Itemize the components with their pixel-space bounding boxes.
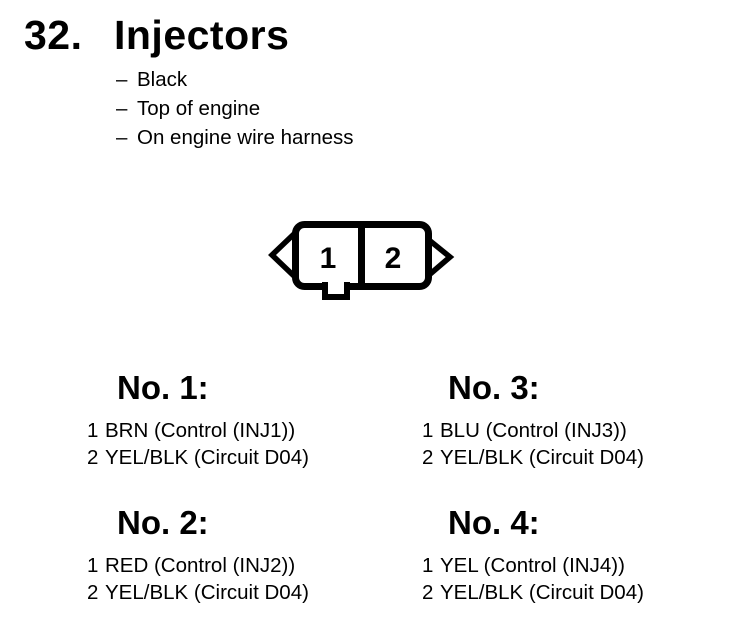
pin-row: 2 YEL/BLK (Circuit D04) [422,579,722,606]
note-text: Black [137,68,188,91]
pin-number: 2 [87,581,99,604]
pin-row: 2 YEL/BLK (Circuit D04) [87,444,387,471]
section-title: No. 4: [448,504,540,541]
note-text: On engine wire harness [137,126,354,149]
page-heading: 32. Injectors [24,13,289,57]
pin-description: BLU (Control (INJ3)) [440,419,627,442]
location-notes: –Black –Top of engine –On engine wire ha… [116,65,354,152]
note-item: –Top of engine [116,94,354,123]
pin-description: YEL (Control (INJ4)) [440,554,625,577]
pin-row: 1 YEL (Control (INJ4)) [422,552,722,579]
pin-row: 2 YEL/BLK (Circuit D04) [422,444,722,471]
item-number: 32. [24,12,83,58]
connector-left-arrow-icon [268,226,298,284]
connector-pin-2-label: 2 [385,242,402,275]
connector-diagram: 1 2 [268,221,455,300]
pin-number: 1 [422,554,434,577]
section-title: No. 1: [117,369,209,406]
pin-list: 1 YEL (Control (INJ4)) 2 YEL/BLK (Circuit … [422,552,722,606]
note-item: –Black [116,65,354,94]
dash-bullet-icon: – [116,126,128,149]
dash-bullet-icon: – [116,68,128,91]
pin-row: 2 YEL/BLK (Circuit D04) [87,579,387,606]
connector-right-arrow-icon [426,234,455,281]
pin-number: 2 [422,581,434,604]
pin-description: YEL/BLK (Circuit D04) [105,581,309,604]
pin-number: 1 [422,419,434,442]
connector-pin-1-label: 1 [320,242,337,275]
pin-description: YEL/BLK (Circuit D04) [440,581,644,604]
pin-list: 1 BRN (Control (INJ1)) 2 YEL/BLK (Circuit … [87,417,387,471]
item-title: Injectors [114,12,290,58]
pin-list: 1 BLU (Control (INJ3)) 2 YEL/BLK (Circuit … [422,417,722,471]
pin-row: 1 BRN (Control (INJ1)) [87,417,387,444]
pin-number: 2 [87,446,99,469]
pin-description: YEL/BLK (Circuit D04) [440,446,644,469]
section-no-4: No. 4: 1 YEL (Control (INJ4)) 2 YEL/BLK (C… [422,503,722,606]
connector-index-tab [322,282,350,300]
pin-list: 1 RED (Control (INJ2)) 2 YEL/BLK (Circuit … [87,552,387,606]
pin-row: 1 RED (Control (INJ2)) [87,552,387,579]
pin-description: BRN (Control (INJ1)) [105,419,296,442]
dash-bullet-icon: – [116,97,128,120]
section-no-3: No. 3: 1 BLU (Control (INJ3)) 2 YEL/BLK (C… [422,368,722,471]
pin-description: YEL/BLK (Circuit D04) [105,446,309,469]
pin-number: 2 [422,446,434,469]
note-item: –On engine wire harness [116,123,354,152]
note-text: Top of engine [137,97,261,120]
section-no-2: No. 2: 1 RED (Control (INJ2)) 2 YEL/BLK (C… [87,503,387,606]
pin-row: 1 BLU (Control (INJ3)) [422,417,722,444]
pin-number: 1 [87,419,99,442]
section-no-1: No. 1: 1 BRN (Control (INJ1)) 2 YEL/BLK (C… [87,368,387,471]
pin-number: 1 [87,554,99,577]
section-title: No. 3: [448,369,540,406]
pin-description: RED (Control (INJ2)) [105,554,296,577]
section-title: No. 2: [117,504,209,541]
